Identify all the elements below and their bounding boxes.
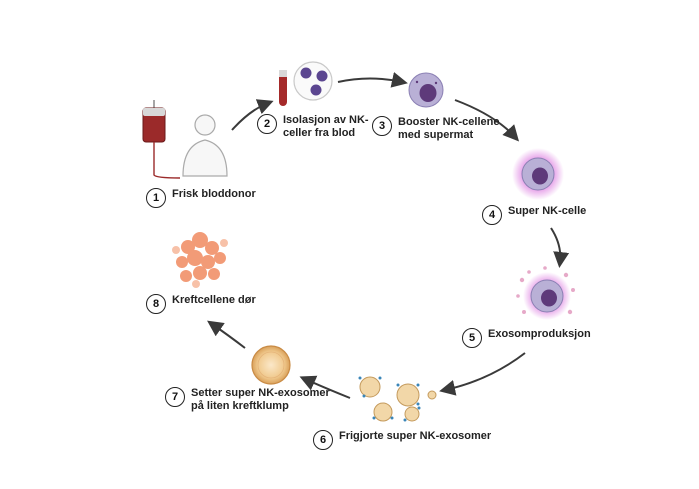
step-6-label: Frigjorte super NK-exosomer	[339, 430, 492, 442]
step-4: 4 Super NK-celle	[482, 205, 586, 225]
super-nk-cell-icon	[512, 148, 564, 200]
exosomes-icon	[358, 376, 437, 422]
arrow-7-8	[207, 320, 246, 349]
tumor-spheroid-icon	[251, 345, 291, 385]
step-7-number: 7	[165, 387, 185, 407]
step-3-label: Booster NK-cellene med supermat	[398, 116, 500, 141]
arrow-6-7	[299, 375, 351, 399]
step-1: 1 Frisk bloddonor	[146, 188, 256, 208]
step-7: 7 Setter super NK-exosomer på liten kref…	[165, 387, 330, 413]
arrow-5-6	[439, 352, 526, 396]
step-7-label: Setter super NK-exosomer på liten kreftk…	[191, 387, 330, 412]
step-3: 3 Booster NK-cellene med supermat	[372, 116, 499, 142]
step-5-label: Exosomproduksjon	[488, 328, 591, 340]
step-1-number: 1	[146, 188, 166, 208]
arrow-1-2	[231, 99, 274, 131]
step-8-label: Kreftcellene dør	[172, 294, 256, 306]
step-6-number: 6	[313, 430, 333, 450]
exosome-producing-cell-icon	[516, 266, 575, 320]
step-2-number: 2	[257, 114, 277, 134]
dying-cancer-cells-icon	[172, 232, 228, 288]
arrow-3-4	[454, 99, 520, 142]
step-5: 5 Exosomproduksjon	[462, 328, 591, 348]
isolated-cells-icon	[293, 61, 333, 101]
arrow-2-3	[337, 72, 408, 88]
step-4-label: Super NK-celle	[508, 205, 587, 217]
step-5-number: 5	[462, 328, 482, 348]
blood-donor-icon	[142, 100, 228, 179]
step-6: 6 Frigjorte super NK-exosomer	[313, 430, 491, 450]
blood-tube-icon	[279, 70, 287, 106]
step-8: 8 Kreftcellene dør	[146, 294, 256, 314]
step-4-number: 4	[482, 205, 502, 225]
nk-cell-icon	[408, 72, 444, 108]
step-1-label: Frisk bloddonor	[172, 188, 256, 200]
arrow-4-5	[550, 227, 570, 268]
cycle-arrows	[207, 72, 570, 399]
step-2: 2 Isolasjon av NK- celler fra blod	[257, 114, 369, 140]
step-8-number: 8	[146, 294, 166, 314]
step-2-label: Isolasjon av NK- celler fra blod	[283, 114, 369, 139]
step-3-number: 3	[372, 116, 392, 136]
